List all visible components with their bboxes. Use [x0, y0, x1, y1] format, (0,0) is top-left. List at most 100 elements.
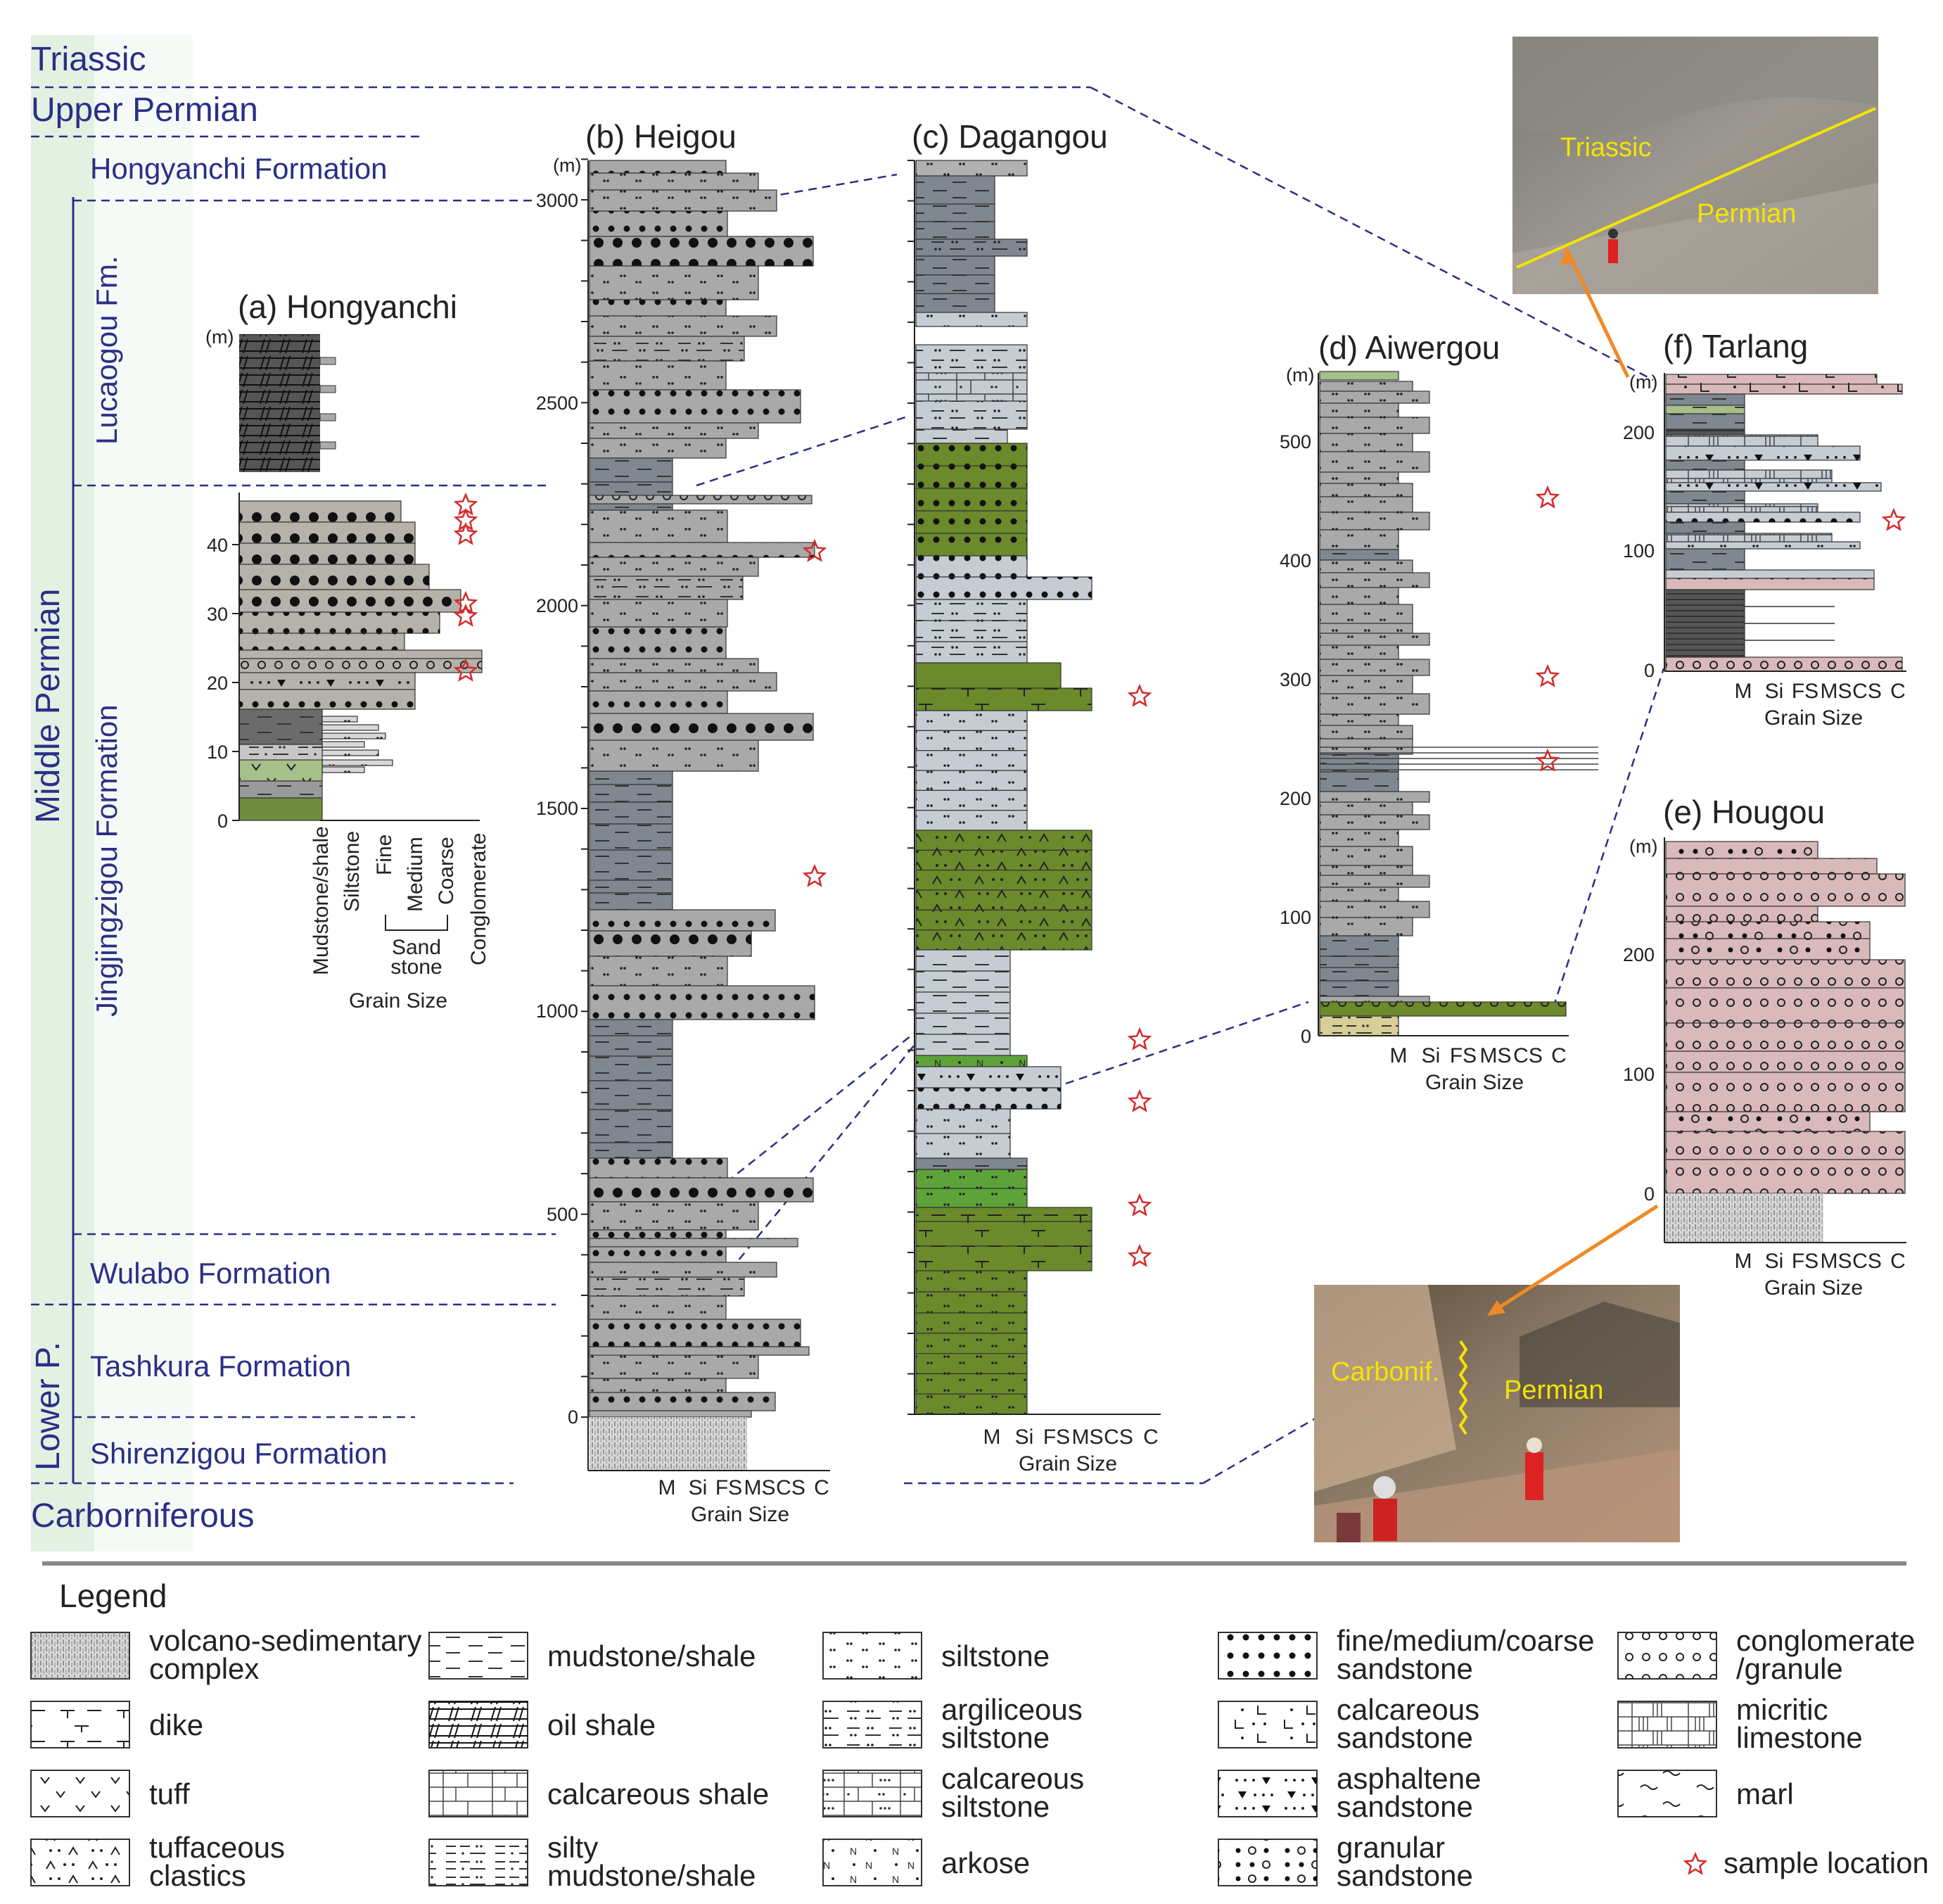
bed-pattern: [916, 910, 1092, 930]
boundary-link-photo: [1202, 1413, 1323, 1485]
sample-location-star: [1127, 1089, 1152, 1112]
legend-label: limestone: [1736, 1721, 1863, 1754]
legend-label: volcano-sedimentary: [149, 1624, 422, 1657]
section-f-grain-axis: M Si FS MS CS C Grain Size: [1664, 671, 1906, 730]
bed-pattern: [322, 760, 393, 766]
bed-pattern: [239, 522, 415, 543]
tick-label: 0: [1644, 660, 1655, 681]
bed-pattern: [1666, 374, 1877, 384]
period-upper-permian: Upper Permian: [31, 91, 258, 129]
bed-pattern: [916, 730, 1027, 751]
grain-cs: CS: [1104, 1426, 1133, 1449]
grain-m: M: [983, 1426, 1001, 1449]
bed-pattern: [916, 1088, 1061, 1109]
correlation-d-f: [1552, 668, 1665, 1008]
sample-location-star: [453, 590, 478, 614]
timeline-column: Triassic Upper Permian Carborniferous Mi…: [30, 35, 388, 1551]
bed-pattern: [590, 1202, 758, 1230]
bed-pattern: [1320, 996, 1429, 1002]
legend-label: micritic: [1736, 1693, 1828, 1726]
legend-swatch-pattern: [1618, 1770, 1716, 1817]
sample-location-star: [1535, 485, 1560, 509]
bed-pattern: [1666, 858, 1877, 874]
bed-pattern: [1320, 714, 1399, 725]
legend-swatch-pattern: [429, 1770, 528, 1817]
section-e-grain-title: Grain Size: [1764, 1276, 1863, 1300]
bed-pattern: [916, 577, 1092, 599]
section-e-unit: (m): [1629, 836, 1657, 857]
bed-pattern: [1666, 1160, 1905, 1193]
bed-pattern: [916, 711, 1027, 731]
legend-item: sample location: [1683, 1846, 1929, 1879]
section-f-title: (f) Tarlang: [1663, 328, 1808, 364]
bed-pattern: [1320, 483, 1413, 497]
section-f-beds: [1665, 374, 1903, 672]
sample-locations: [453, 485, 1906, 1267]
bed-pattern: [239, 709, 322, 744]
bed-pattern: [1666, 1131, 1905, 1160]
bed-pattern: [590, 1262, 777, 1277]
bed-pattern: [1666, 504, 1818, 512]
tick-label: 40: [207, 535, 228, 556]
boundary-triassic-permian-link: [1090, 86, 1654, 381]
grain-si: Si: [1765, 680, 1784, 703]
bed-pattern: [916, 345, 1027, 373]
period-middle-permian: Middle Permian: [30, 589, 67, 823]
photo-top-contact-line: [1516, 107, 1876, 269]
bed-pattern: [590, 211, 727, 236]
bed-pattern: [590, 880, 673, 893]
section-d-ticks: 0 100 200 300 400 500: [1280, 431, 1311, 1047]
grain-label-conglomerate: Conglomerate: [467, 833, 490, 965]
legend-label: silty: [547, 1831, 598, 1864]
tick-label: 2500: [536, 393, 578, 414]
tick-label: 0: [1301, 1026, 1311, 1047]
grain-label-fine: Fine: [373, 834, 396, 875]
bed-pattern: [1320, 645, 1399, 659]
bed-pattern: [590, 893, 673, 910]
bed-pattern: [916, 810, 1027, 830]
legend-label: /granule: [1736, 1652, 1843, 1685]
grain-cs: CS: [1852, 1250, 1882, 1273]
section-a-beds: [238, 500, 483, 821]
sample-location-star: [453, 521, 478, 545]
legend-label: clastics: [149, 1859, 246, 1892]
section-f-ticks: 0 100 200: [1623, 422, 1655, 681]
photo-top-arrow: [1564, 246, 1630, 379]
bed-pattern: [590, 190, 777, 211]
tick-label: 100: [1623, 540, 1655, 561]
bed-pattern: [1320, 936, 1399, 956]
bed-pattern: [916, 176, 995, 204]
section-a-grain-axis: Mudstone/shale Siltstone Fine Medium Coa…: [310, 820, 490, 1013]
legend-label: calcareous: [941, 1762, 1084, 1795]
legend-item: mudstone/shale: [428, 1632, 756, 1680]
bed-pattern: [322, 725, 378, 730]
bed-pattern: [1320, 725, 1413, 739]
bed-pattern: [590, 1081, 673, 1110]
legend-item: calcareous shale: [428, 1770, 769, 1817]
bed-pattern: [1666, 460, 1745, 470]
tick-label: 200: [1280, 788, 1311, 809]
bed-pattern: [916, 971, 1010, 992]
bed-pattern: [916, 770, 1027, 791]
bed-pattern: [1320, 573, 1429, 588]
legend-swatch-pattern: [1618, 1632, 1716, 1679]
bed-pattern: [916, 1188, 1027, 1207]
bed-pattern: [916, 1034, 1010, 1055]
bed-pattern: [916, 160, 1027, 176]
bed-pattern: [590, 1411, 751, 1417]
bed-pattern: [1320, 588, 1399, 604]
photo-top-cliff: [1512, 37, 1878, 136]
bed-pattern: [1320, 846, 1413, 865]
bed-pattern: [590, 956, 727, 986]
bed-pattern: [916, 1353, 1027, 1374]
tick-label: 500: [1280, 431, 1311, 452]
bed-pattern: [239, 501, 401, 522]
bed-pattern: [916, 222, 995, 239]
section-f-grain-title: Grain Size: [1764, 706, 1863, 730]
bed-pattern: [1320, 1016, 1399, 1036]
grain-fs: FS: [1450, 1044, 1477, 1067]
bed-pattern: [1320, 802, 1413, 815]
